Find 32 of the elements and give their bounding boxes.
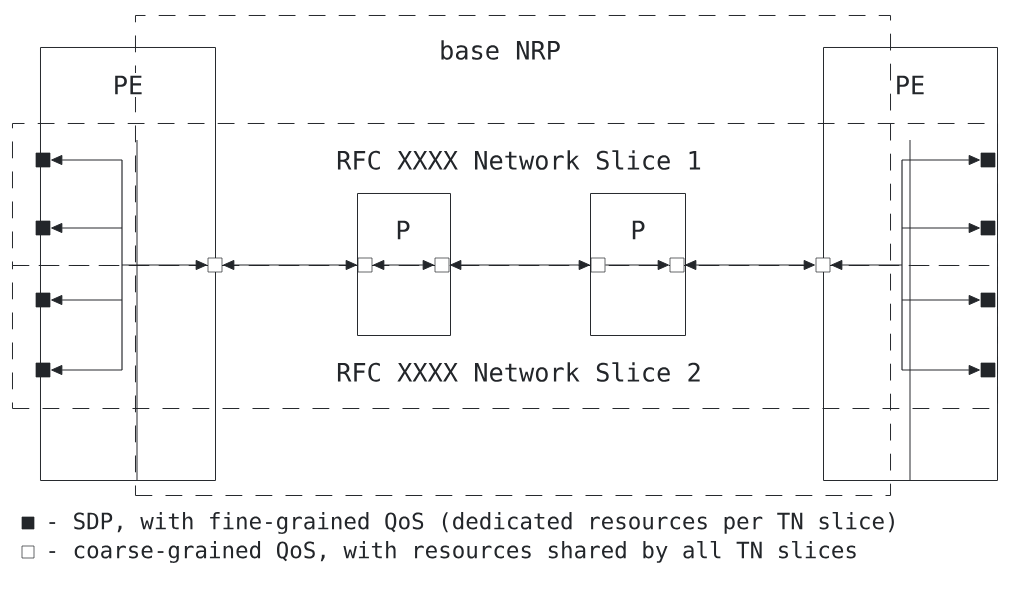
sdp-square: [35, 362, 51, 378]
legend-text: - coarse-grained QoS, with resources shared by all TN slices: [49, 541, 856, 564]
arrow: [901, 222, 980, 234]
arrow: [901, 364, 980, 376]
sdp-square: [35, 220, 51, 236]
bus-line: [121, 159, 123, 371]
sdp-square: [980, 220, 996, 236]
arrow: [223, 259, 357, 271]
connection-square: [669, 257, 685, 273]
arrow: [831, 259, 903, 271]
sdp-square: [35, 292, 51, 308]
arrow: [51, 222, 123, 234]
arrow: [121, 259, 207, 271]
sdp-square: [980, 292, 996, 308]
sdp-square: [35, 152, 51, 168]
bus-line: [901, 159, 903, 371]
sdp-square: [980, 152, 996, 168]
arrow: [51, 154, 123, 166]
arrow: [901, 154, 980, 166]
arrow: [373, 259, 434, 271]
arrow: [51, 294, 123, 306]
sdp-square: [980, 362, 996, 378]
connection-square: [357, 257, 373, 273]
arrow: [604, 259, 669, 271]
arrow: [901, 294, 980, 306]
pe-router-box: PE: [40, 47, 216, 481]
connection-square: [590, 257, 606, 273]
arrow: [685, 259, 815, 271]
arrow: [450, 259, 590, 271]
connection-square: [434, 257, 450, 273]
legend-text: - SDP, with fine-grained QoS (dedicated resources per TN slice): [49, 512, 894, 535]
arrow: [51, 364, 123, 376]
